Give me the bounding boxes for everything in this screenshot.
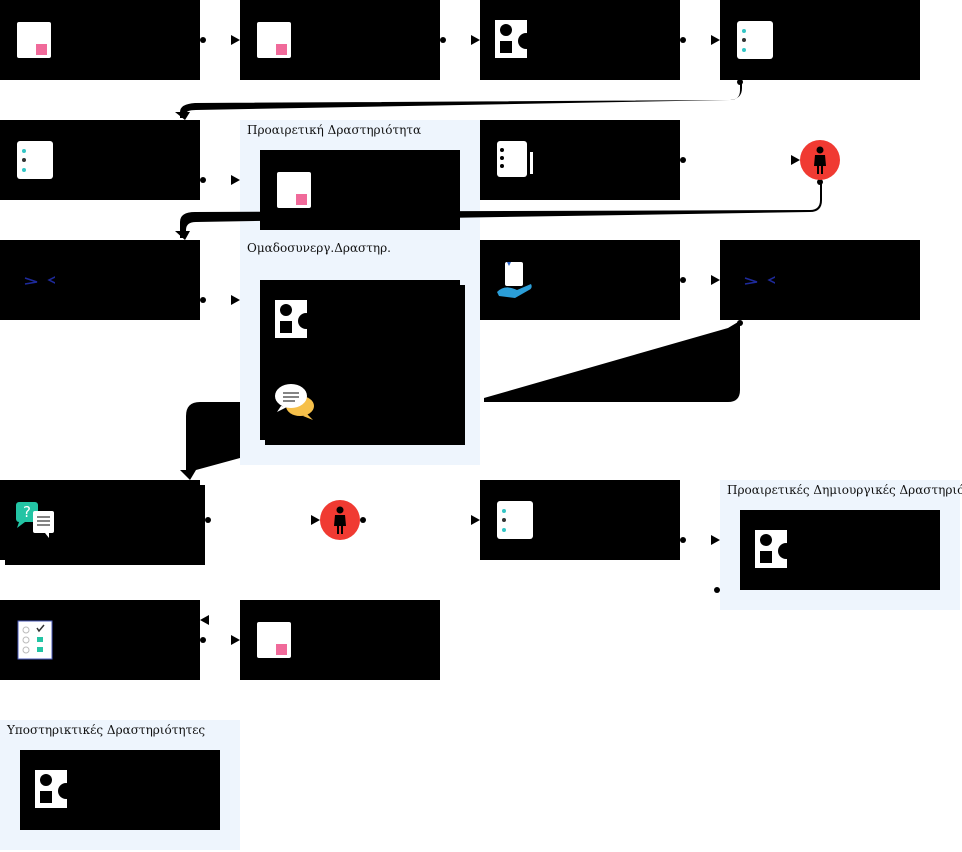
activity-node-12[interactable] (0, 600, 200, 680)
page-icon (277, 172, 311, 208)
code-brackets-icon (24, 276, 55, 285)
shapes-icon (275, 300, 314, 338)
svg-text:?: ? (23, 503, 31, 521)
activity-node-8[interactable] (480, 240, 680, 320)
page-icon (257, 622, 291, 658)
checklist-icon (17, 620, 53, 660)
group-activity-node-2[interactable] (260, 360, 460, 440)
shapes-icon (35, 770, 74, 808)
list-icon (497, 141, 533, 177)
code-brackets-icon (744, 276, 775, 285)
group-title-optional-creative: Προαιρετικές Δημιουργικές Δραστηριότητες (727, 483, 962, 497)
activity-node-9[interactable] (720, 240, 920, 320)
activity-node-3[interactable] (480, 0, 680, 80)
chat-bubbles-icon (275, 384, 314, 420)
person-milestone-icon[interactable] (320, 500, 360, 540)
person-milestone-icon[interactable] (800, 140, 840, 180)
support-activity-node[interactable] (20, 750, 220, 830)
activity-node-11[interactable] (480, 480, 680, 560)
list-icon (17, 141, 53, 179)
group-title-optional-activity: Προαιρετική Δραστηριότητα (247, 123, 422, 137)
shapes-icon (495, 20, 534, 58)
activity-node-7[interactable] (0, 240, 200, 320)
activity-node-1[interactable] (0, 0, 200, 80)
activity-node-6[interactable] (480, 120, 680, 200)
optional-activity-node[interactable] (260, 150, 460, 230)
group-activity-node-1[interactable] (260, 280, 460, 360)
activity-node-10[interactable]: ? (0, 480, 200, 560)
activity-node-4[interactable] (720, 0, 920, 80)
hand-book-icon (497, 262, 532, 298)
list-icon (737, 21, 773, 59)
activity-node-13[interactable] (240, 600, 440, 680)
optional-creative-node[interactable] (740, 510, 940, 590)
group-title-support-activities: Υποστηρικτικές Δραστηριότητες (7, 723, 206, 737)
group-title-group-activities: Ομαδοσυνεργ.Δραστηρ. (247, 241, 391, 255)
page-icon (257, 22, 291, 58)
question-chat-icon: ? (16, 502, 54, 538)
page-icon (17, 22, 51, 58)
list-icon (497, 501, 533, 539)
shapes-icon (755, 530, 794, 568)
activity-node-2[interactable] (240, 0, 440, 80)
activity-node-5[interactable] (0, 120, 200, 200)
